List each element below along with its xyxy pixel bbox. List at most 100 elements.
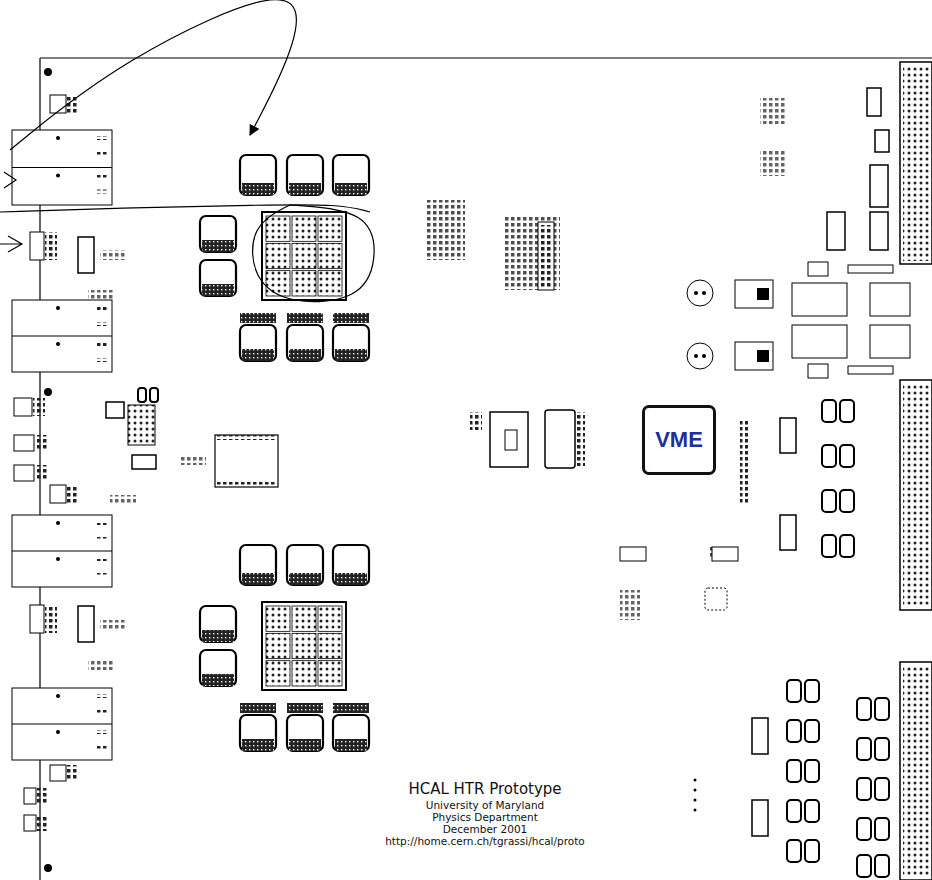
connector-pads bbox=[95, 746, 109, 750]
header bbox=[30, 605, 44, 633]
chip-marking bbox=[287, 703, 323, 713]
qfp-chip bbox=[200, 216, 236, 252]
connector-pin bbox=[56, 694, 60, 698]
qfp-chip bbox=[287, 155, 323, 195]
socket-pad bbox=[805, 840, 819, 862]
socket-pad bbox=[787, 840, 801, 862]
optical-connector bbox=[12, 515, 112, 587]
connector-split bbox=[12, 167, 112, 168]
header bbox=[50, 765, 66, 781]
connector-pads bbox=[95, 174, 109, 178]
header bbox=[14, 398, 32, 416]
qfp-chip bbox=[200, 260, 236, 296]
optical-connector bbox=[12, 688, 112, 760]
connector-pads bbox=[95, 342, 109, 346]
connector-pads bbox=[95, 557, 109, 561]
via bbox=[694, 789, 697, 792]
socket-pad bbox=[805, 680, 819, 702]
dip-ic bbox=[875, 130, 889, 152]
socket-pad bbox=[875, 818, 889, 840]
qfp-chip bbox=[200, 606, 236, 642]
header-pins bbox=[67, 485, 79, 503]
header-pins bbox=[45, 232, 57, 260]
chip-marking bbox=[242, 183, 274, 195]
chip-marking bbox=[240, 313, 276, 323]
bga-ball-field bbox=[292, 243, 316, 268]
chip-label: VME bbox=[655, 427, 703, 453]
via bbox=[694, 809, 697, 812]
jtag-pins bbox=[541, 225, 551, 287]
chip-marking bbox=[242, 739, 274, 751]
connector-pads bbox=[95, 694, 109, 698]
chip-marking bbox=[287, 313, 323, 323]
qfp-chip bbox=[240, 715, 276, 751]
memory-pins bbox=[217, 435, 276, 440]
connector-pads bbox=[95, 190, 109, 194]
socket-pad bbox=[840, 490, 854, 512]
chip-marking bbox=[289, 739, 321, 751]
chip-marking bbox=[202, 240, 234, 252]
electrolytic-cap bbox=[687, 280, 713, 306]
regulator bbox=[735, 342, 773, 370]
bga-ball-field bbox=[318, 661, 342, 686]
bga-ball-field bbox=[266, 243, 290, 268]
fpga-bga bbox=[262, 602, 346, 690]
annotation-circle bbox=[253, 205, 374, 302]
header-pins bbox=[35, 435, 47, 451]
bga-ball-field bbox=[266, 216, 290, 241]
chip-marking bbox=[242, 573, 274, 585]
dip-ic bbox=[870, 212, 888, 250]
connector-pads bbox=[95, 537, 109, 541]
silk-marks bbox=[110, 495, 136, 505]
annotation-arrow bbox=[10, 0, 296, 150]
small-bga bbox=[128, 405, 155, 445]
connector-pads bbox=[95, 358, 109, 362]
memory-pins bbox=[217, 482, 276, 487]
silk-marks bbox=[88, 660, 114, 670]
qfp-chip bbox=[287, 545, 323, 585]
small-ic bbox=[106, 402, 124, 418]
dip-ic bbox=[867, 88, 881, 116]
memory-chip bbox=[215, 435, 278, 487]
bga-ball-field bbox=[266, 661, 290, 686]
connector-pads bbox=[95, 730, 109, 734]
mounting-hole bbox=[44, 68, 52, 76]
socket-pad bbox=[787, 800, 801, 822]
socket-pad bbox=[805, 760, 819, 782]
chip-marking bbox=[335, 183, 367, 195]
board-outline bbox=[40, 58, 932, 880]
prog-connector bbox=[620, 547, 646, 561]
socket-pad bbox=[805, 800, 819, 822]
dip-ic bbox=[870, 165, 888, 207]
qfp-chip bbox=[287, 715, 323, 751]
header bbox=[50, 95, 66, 113]
crystal bbox=[150, 388, 158, 402]
qfp-chip bbox=[240, 545, 276, 585]
bga-ball-field bbox=[292, 661, 316, 686]
socket-pad bbox=[822, 400, 836, 422]
via bbox=[694, 779, 697, 782]
plcc-outline bbox=[705, 588, 727, 610]
bus-bar bbox=[848, 366, 893, 374]
small-ic bbox=[132, 455, 156, 469]
board-title: HCAL HTR Prototype bbox=[408, 781, 561, 798]
connector-pads bbox=[95, 136, 109, 140]
qfp-chip bbox=[333, 715, 369, 751]
connector-pin bbox=[56, 521, 60, 525]
connector-split bbox=[12, 336, 112, 337]
vme-chip: VME bbox=[642, 405, 716, 475]
silk-marks bbox=[760, 150, 786, 176]
chip-marking bbox=[240, 703, 276, 713]
silk-marks bbox=[760, 98, 786, 124]
power-jack bbox=[808, 262, 828, 276]
socket-pad bbox=[857, 738, 871, 760]
connector-pads bbox=[95, 710, 109, 714]
socket-pad bbox=[875, 778, 889, 800]
qfp-chip bbox=[333, 325, 369, 361]
jumper-block bbox=[505, 215, 560, 290]
silk-marks bbox=[100, 620, 126, 630]
backplane-connector bbox=[900, 662, 932, 880]
vert-header bbox=[740, 420, 748, 505]
